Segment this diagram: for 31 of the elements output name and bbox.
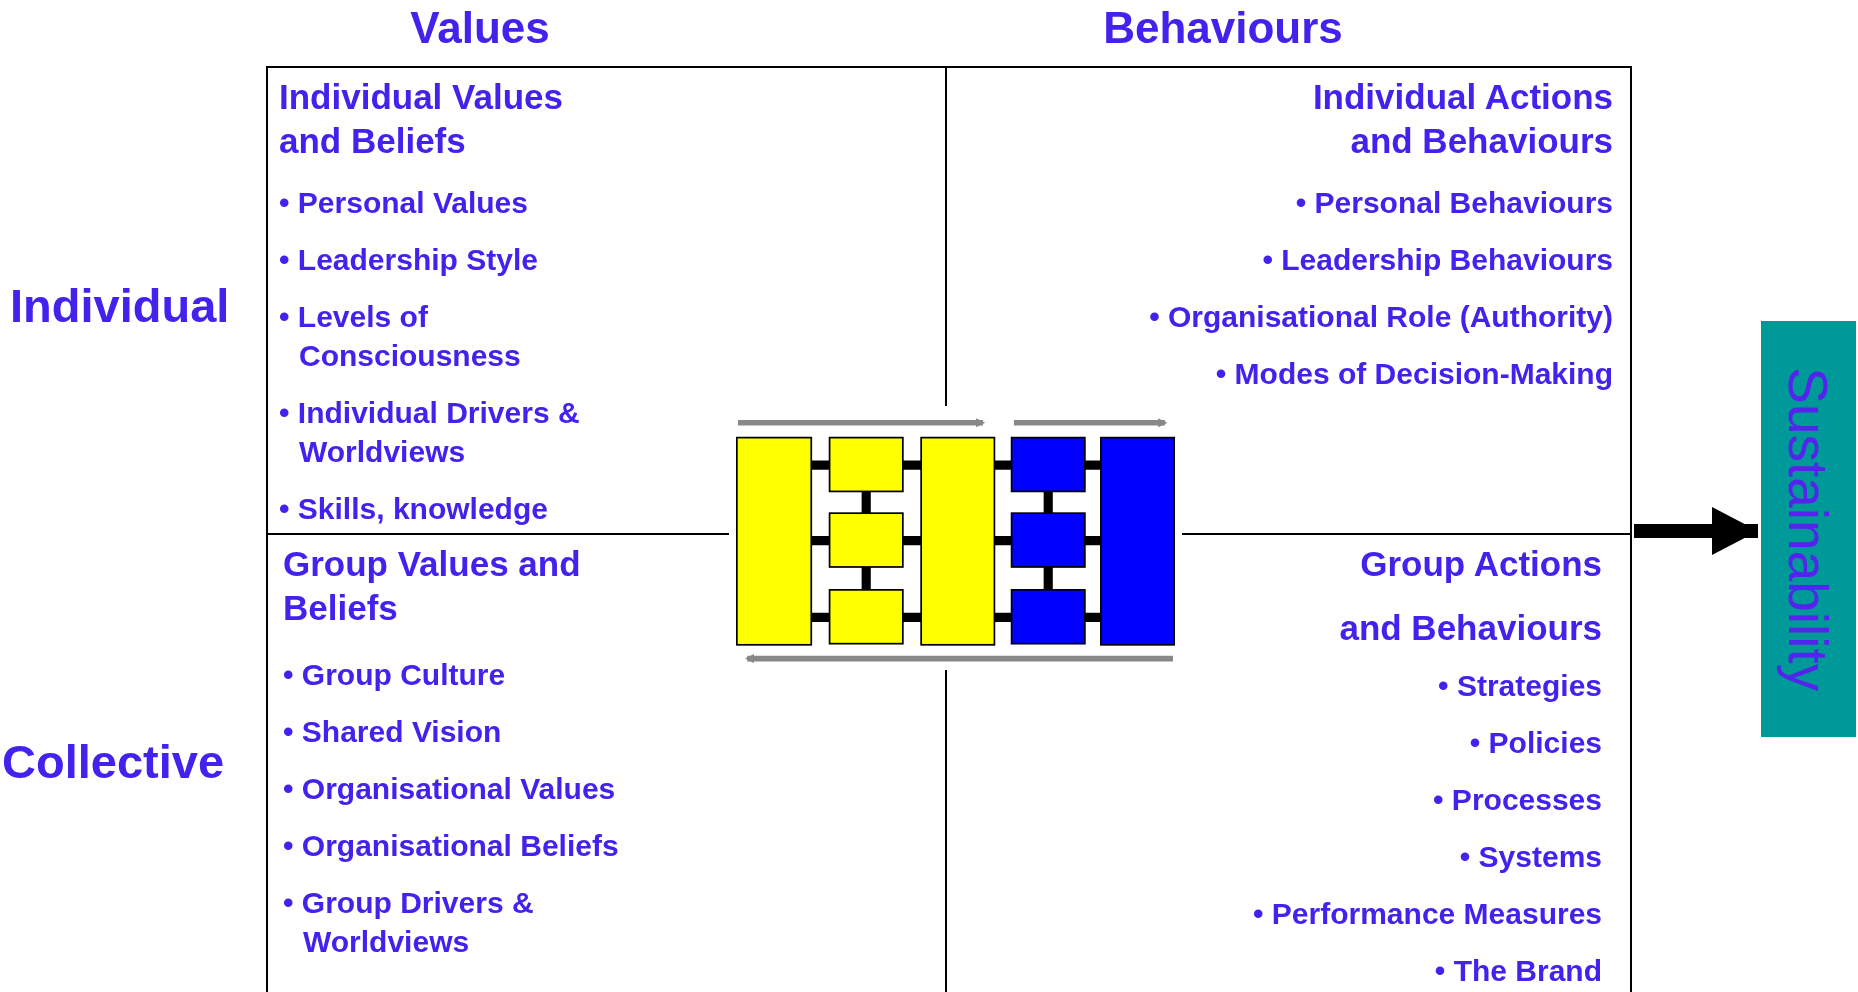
- quadrant-heading: Group Actions and Behaviours: [1338, 543, 1602, 649]
- bullet-item: • Shared Vision: [283, 714, 502, 750]
- axis-heading: Individual: [10, 277, 230, 334]
- bullet-item: • Strategies: [1438, 668, 1602, 704]
- bullet-item: • Performance Measures: [1253, 896, 1602, 932]
- bullet-item: • Group Culture: [283, 657, 506, 693]
- bullet-item: • Individual Drivers & Worldviews: [279, 395, 581, 470]
- bullet-item: • Policies: [1469, 725, 1602, 761]
- bullet-item: • Organisational Role (Authority): [1149, 299, 1613, 335]
- quadrant-heading: Individual Actions and Behaviours: [1311, 76, 1613, 162]
- bullet-item: • The Brand: [1434, 953, 1602, 989]
- bullet-item: • Leadership Style: [279, 242, 538, 278]
- axis-heading: Collective: [2, 733, 225, 790]
- bullet-item: • Skills, knowledge: [279, 491, 548, 527]
- bullet-item: • Personal Values: [279, 185, 528, 221]
- bullet-item: • Systems: [1459, 839, 1602, 875]
- arrow: [1634, 507, 1758, 555]
- bullet-item: • Group Drivers & Worldviews: [283, 885, 535, 960]
- bullet-item: • Levels of Consciousness: [279, 299, 522, 374]
- bullet-item: • Organisational Beliefs: [283, 828, 619, 864]
- axis-heading: Behaviours: [1103, 2, 1343, 54]
- quadrant-heading: Group Values and Beliefs: [283, 543, 582, 629]
- outcome-label: Sustainability: [1776, 366, 1841, 692]
- outcome-box: [1761, 321, 1856, 737]
- bullet-item: • Personal Behaviours: [1295, 185, 1613, 221]
- bullet-item: • Leadership Behaviours: [1262, 242, 1613, 278]
- bullet-item: • Processes: [1433, 782, 1602, 818]
- axis-heading: Values: [410, 2, 550, 54]
- quadrant-heading: Individual Values and Beliefs: [279, 76, 564, 162]
- bullet-item: • Organisational Values: [283, 771, 616, 807]
- bullet-item: • Modes of Decision-Making: [1215, 356, 1613, 392]
